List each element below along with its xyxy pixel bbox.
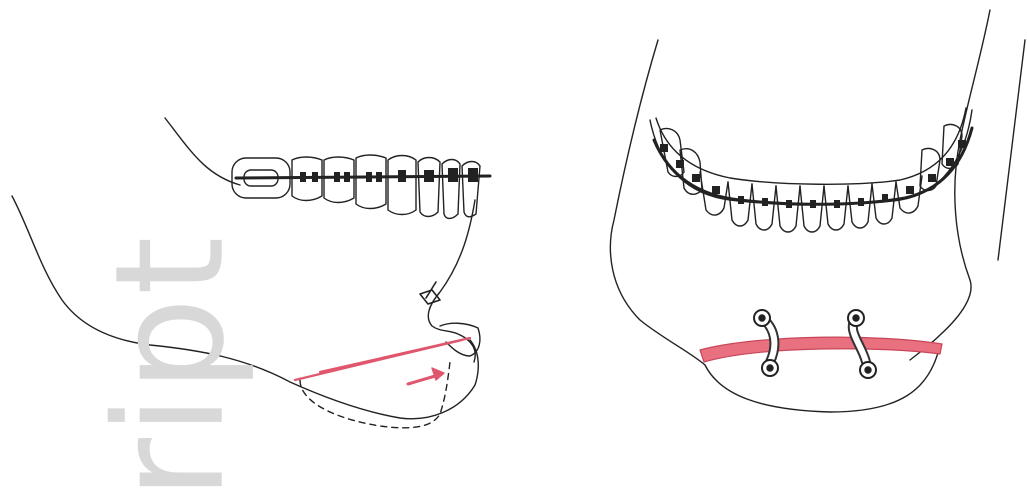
surgical-illustration: ript — [0, 0, 1027, 436]
frontal-view-panel — [610, 10, 1025, 412]
lower-dentition-frontal — [650, 108, 972, 232]
upper-dentition-lateral — [232, 155, 490, 219]
advancement-arrow — [408, 368, 444, 384]
watermark-text: ript — [96, 234, 246, 499]
outer-right-contour — [998, 40, 1025, 260]
osteotomy-band-frontal — [700, 337, 942, 362]
upper-face-contour — [165, 118, 240, 185]
face-outline-right — [910, 10, 990, 360]
chin-marker — [420, 282, 440, 304]
face-outline-left — [610, 40, 705, 365]
